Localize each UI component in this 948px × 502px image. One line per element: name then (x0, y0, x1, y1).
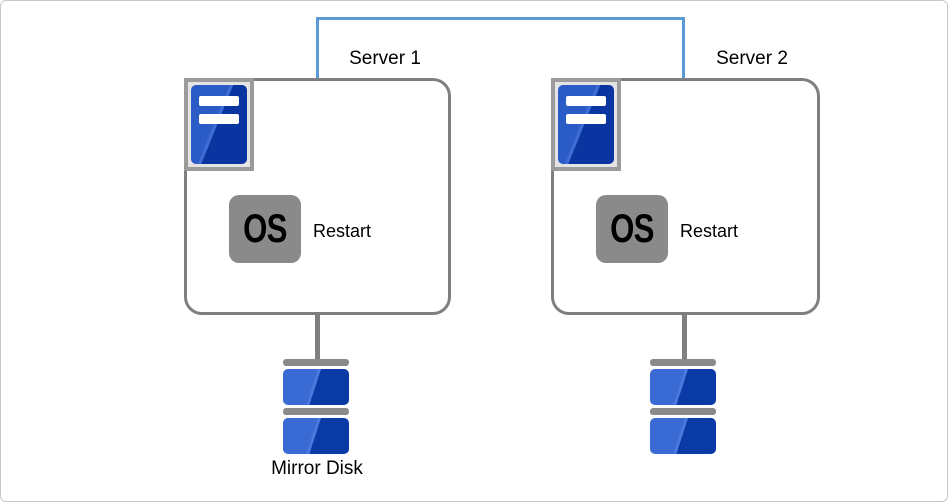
mirror-disk-icon (650, 359, 716, 457)
disk-connector-line (682, 314, 687, 360)
server-icon-frame (551, 78, 621, 171)
server-2-group: Server 2 OS Restart (551, 1, 851, 501)
disk-connector-line (315, 314, 320, 360)
os-icon-text: OS (243, 206, 287, 251)
disk-platter (650, 369, 716, 405)
server-drive-bay-icon (199, 114, 239, 124)
server-icon-frame (184, 78, 254, 171)
heartbeat-link-connector (316, 17, 685, 78)
server-1-label: Server 1 (349, 48, 421, 69)
disk-platter (283, 369, 349, 405)
server-drive-bay-icon (566, 114, 606, 124)
os-icon: OS (596, 195, 668, 263)
disk-platter (283, 418, 349, 454)
server-tower-icon (191, 85, 247, 164)
disk-separator (650, 359, 716, 366)
restart-label: Restart (680, 221, 739, 241)
disk-separator (283, 359, 349, 366)
server-tower-icon (558, 85, 614, 164)
server-drive-bay-icon (199, 96, 239, 106)
disk-separator (283, 408, 349, 415)
mirror-disk-icon (283, 359, 349, 457)
disk-separator (650, 408, 716, 415)
restart-label: Restart (313, 221, 372, 241)
server-2-label: Server 2 (716, 48, 788, 69)
server-1-group: Server 1 OS Restart Mirror Disk (184, 1, 484, 501)
mirror-disk-label: Mirror Disk (271, 458, 363, 479)
os-icon-text: OS (610, 206, 654, 251)
disk-platter (650, 418, 716, 454)
os-icon: OS (229, 195, 301, 263)
server-drive-bay-icon (566, 96, 606, 106)
